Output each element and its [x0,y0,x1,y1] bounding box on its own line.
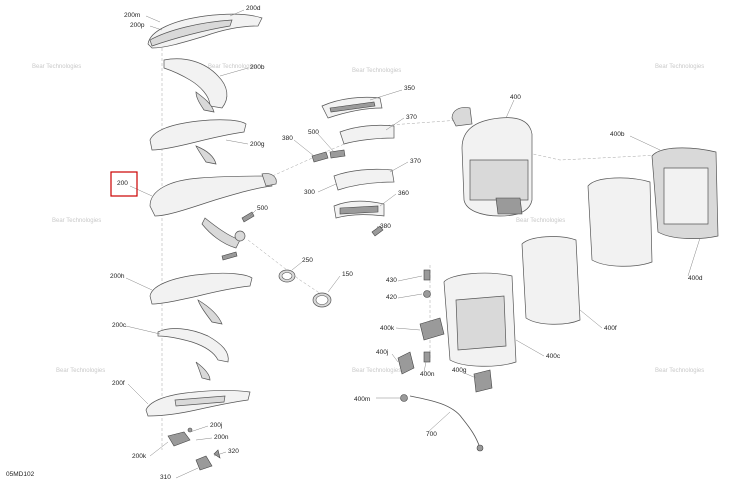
callout-label: 300 [304,189,315,196]
bracket-310 [195,449,221,471]
callout-label: 200 [117,180,128,187]
heat-shield-200d [147,13,263,49]
diagram-code: 05MD102 [6,471,35,478]
callout-label: 200p [130,22,145,29]
heat-guard-400d [587,177,653,267]
spring-380b [371,225,384,237]
callout-label: 400 [510,94,521,101]
gasket-250 [278,269,296,283]
callout-label: 200h [110,273,125,280]
pipe-370a [339,124,395,145]
spring-500a [221,211,255,261]
bolt-400n [423,351,431,363]
callout-label: 400b [610,131,625,138]
watermark: Bear Technologies [352,68,401,74]
heat-shield-200f [145,390,251,417]
heat-shield-200h [149,272,253,325]
callout-label: 500 [257,205,268,212]
callout-label: 200k [132,453,147,460]
bracket-400j [397,351,415,375]
heat-shield-200b [163,58,228,113]
watermark: Bear Technologies [52,218,101,224]
highlight-box [110,171,138,197]
watermark: Bear Technologies [32,64,81,70]
leader-lines [125,9,701,479]
bolt-430 [423,269,431,281]
callout-label: 200f [112,380,125,387]
callout-label: 370 [406,114,417,121]
callout-label: 400j [376,349,388,356]
callout-label: 320 [228,448,239,455]
nut-420 [423,290,431,298]
callout-label: 400g [452,367,467,374]
heat-shield-200g [149,119,247,165]
callout-labels: 200m 200p 200d 200b 200g 200 500 250 150… [110,5,703,481]
callout-label: 350 [404,85,415,92]
callout-label: 380 [380,223,391,230]
watermark: Bear Technologies [208,64,257,70]
muffler-400 [451,107,533,217]
watermark-layer: Bear Technologies Bear Technologies Bear… [32,64,704,374]
callout-label: 380 [282,135,293,142]
callout-label: 200n [214,434,229,441]
callout-label: 200b [250,64,265,71]
watermark: Bear Technologies [352,368,401,374]
callout-label: 200m [124,12,140,19]
heat-guard-400f [521,236,581,325]
callout-label: 310 [160,474,171,481]
ring-150 [312,292,332,308]
heat-shield-200c [157,328,229,381]
bracket-400g [473,369,493,393]
spring-380a [311,151,329,163]
callout-label: 400f [604,325,617,332]
pipe-360 [333,200,385,219]
callout-label: 400c [546,353,561,360]
callout-label: 400m [354,396,370,403]
callout-label: 430 [386,277,397,284]
watermark: Bear Technologies [516,218,565,224]
watermark: Bear Technologies [655,368,704,374]
callout-label: 400d [688,275,703,282]
callout-label: 200j [210,422,222,429]
callout-label: 200d [246,5,261,12]
callout-label: 250 [302,257,313,264]
callout-label: 700 [426,431,437,438]
heat-guard-400b [651,147,719,239]
pipe-370b [333,168,395,191]
callout-label: 200g [250,141,265,148]
watermark: Bear Technologies [655,64,704,70]
bracket-200k [167,427,193,447]
bracket-400k [419,317,445,341]
watermark: Bear Technologies [56,368,105,374]
callout-label: 370 [410,158,421,165]
heat-shield-200 [149,173,277,249]
heat-guard-400c [443,272,517,367]
nut-400m [400,394,408,402]
sensor-700 [409,395,484,452]
callout-label: 150 [342,271,353,278]
pipe-350 [321,96,383,119]
callout-label: 500 [308,129,319,136]
callout-label: 360 [398,190,409,197]
callout-label: 400k [380,325,395,332]
clamp-500b [329,149,346,159]
callout-label: 400n [420,371,435,378]
callout-label: 420 [386,294,397,301]
assembly-lines [161,48,661,450]
callout-label: 200c [112,322,127,329]
